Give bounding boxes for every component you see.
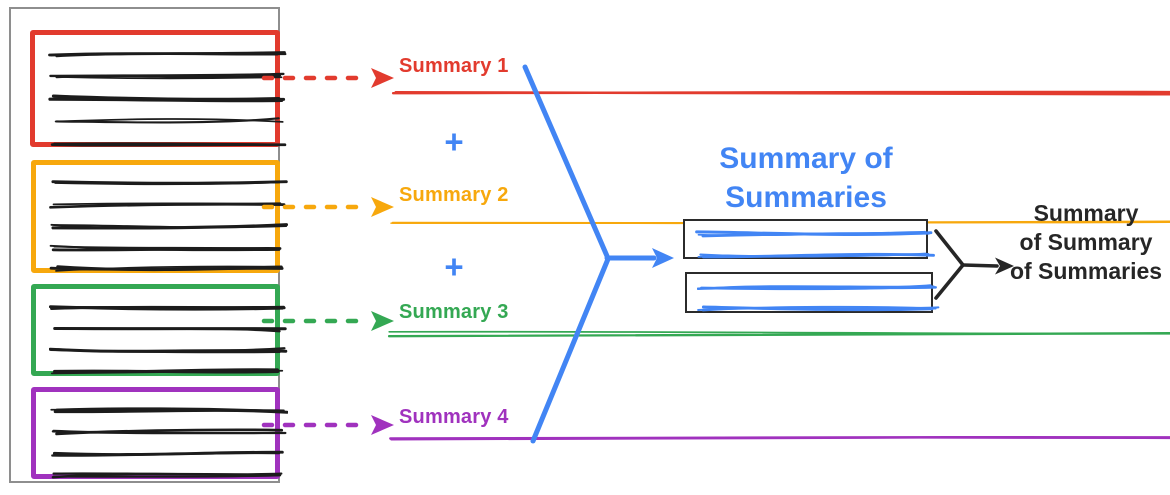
summary-of-summaries-box-2 <box>685 272 940 313</box>
summary-1-label: Summary 1 <box>399 55 509 77</box>
document-box-3 <box>31 284 288 376</box>
final-summary-text-scribble <box>1008 294 1170 495</box>
summary-of-summaries-title: Summary of Summaries <box>666 139 946 217</box>
document-box-2 <box>31 160 288 273</box>
document-2-text-scribble <box>49 180 288 272</box>
final-summary-title-line2: of Summary <box>1019 229 1153 255</box>
summary-of-summaries-box-1-scribble <box>695 230 935 259</box>
summary-of-summaries-title-line2: Summaries <box>725 181 887 214</box>
document-4-text-scribble <box>50 407 288 479</box>
summary-of-summaries-box-1 <box>683 219 935 259</box>
final-summary-title-line1: Summary <box>1033 200 1139 226</box>
summary-of-summaries-title-line1: Summary of <box>719 142 893 175</box>
source-documents-panel <box>9 7 288 483</box>
summary-3-label: Summary 3 <box>399 301 509 323</box>
final-summary-title: Summary of Summary of Summaries <box>1000 199 1170 286</box>
document-box-1 <box>30 30 287 147</box>
document-3-text-scribble <box>49 305 288 375</box>
document-box-4 <box>31 387 288 479</box>
plus-sign-1: + <box>444 123 464 160</box>
plus-sign-2: + <box>444 248 464 285</box>
document-1-text-scribble <box>48 51 287 147</box>
summary-4-label: Summary 4 <box>399 406 509 428</box>
final-summary-title-line3: of Summaries <box>1009 258 1163 284</box>
summary-2-label: Summary 2 <box>399 184 509 206</box>
summary-of-summaries-box-2-scribble <box>697 284 940 312</box>
